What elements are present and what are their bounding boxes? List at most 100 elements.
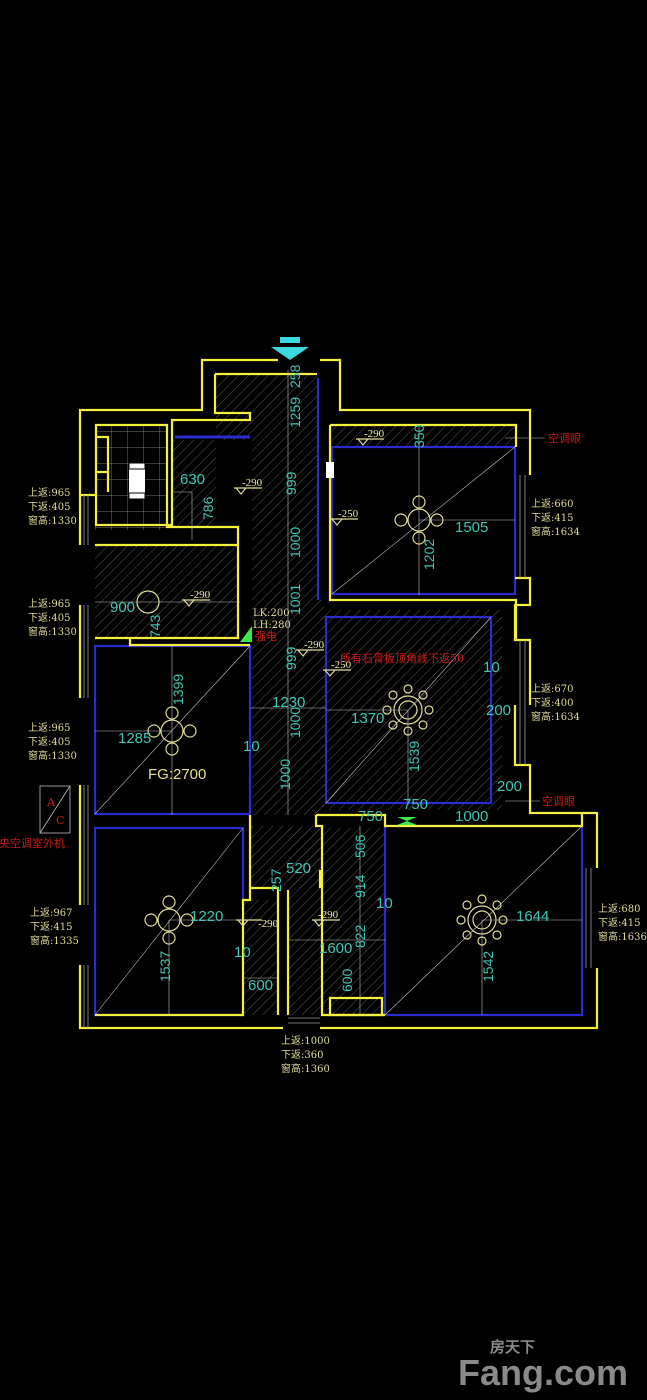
ac-box-c: C [56, 814, 64, 827]
lh-label: LH:280 [253, 620, 291, 631]
dim-label: 10 [234, 944, 251, 961]
dim-label: 1537 [157, 951, 173, 982]
dim-label: 999 [283, 646, 299, 670]
dim-label: 1001 [287, 584, 303, 615]
windows [83, 475, 592, 1028]
lk-label: LK:200 [253, 608, 290, 619]
note-height: 窗高:1636 [598, 930, 647, 943]
note-height: 窗高:1330 [28, 514, 77, 527]
level-label: -290 [364, 428, 385, 440]
dim-label: 506 [352, 834, 368, 858]
note-up: 上返:965 [28, 722, 70, 734]
ac-hole-label: 空调眼 [548, 431, 581, 445]
dim-label: 999 [283, 471, 299, 495]
dim-label: 1000 [277, 759, 293, 790]
dim-label: 1542 [480, 951, 496, 982]
dim-label: 1505 [455, 519, 488, 536]
note-height: 窗高:1634 [531, 525, 580, 538]
dim-label: 822 [352, 924, 368, 948]
dim-label: 1370 [351, 710, 384, 727]
dim-label: 1230 [272, 694, 305, 711]
note-down: 下返:415 [598, 917, 640, 929]
level-label: -250 [331, 659, 352, 671]
dim-label: 900 [110, 599, 135, 616]
dimension-labels: 258 1259 630 786 999 1000 1001 900 743 3… [110, 364, 549, 994]
note-down: 下返:405 [28, 736, 70, 748]
ac-outdoor-label: 中央空调室外机 [0, 836, 65, 850]
ac-outdoor-unit-icon: A C [39, 785, 71, 834]
note-height: 窗高:1634 [531, 710, 580, 723]
level-markers: -290 -290 -290 -290 -290 -290 -250 -250 [182, 428, 385, 930]
dim-label: 1220 [190, 908, 223, 925]
note-down: 下返:405 [28, 501, 70, 513]
door-marker [326, 462, 334, 478]
living-room-note: 所有石膏板顶角线下返50 [340, 651, 464, 665]
watermark-cn: 房天下 [490, 1338, 535, 1356]
note-up: 上返:670 [531, 683, 573, 695]
watermark-logo: 房天下 Fang.com [458, 1338, 628, 1393]
valve-icon [397, 817, 417, 825]
note-down: 下返:415 [30, 921, 72, 933]
dimension-lines [95, 370, 582, 1015]
power-box-icon [240, 626, 252, 642]
dim-label: 750 [358, 808, 383, 825]
dim-label: 1000 [287, 527, 303, 558]
level-label: -290 [258, 918, 279, 930]
dim-label: 1285 [118, 730, 151, 747]
note-up: 上返:1000 [281, 1035, 330, 1047]
level-label: -290 [190, 589, 211, 601]
note-height: 窗高:1330 [28, 625, 77, 638]
toilet-icon [128, 462, 146, 500]
dim-label: 914 [352, 874, 368, 898]
level-label: -290 [242, 477, 263, 489]
note-down: 下返:400 [531, 697, 573, 709]
dim-label: 600 [248, 977, 273, 994]
dim-label: 350 [411, 424, 427, 448]
entrance-arrow-icon [271, 337, 309, 360]
strong-power-label: 强电 [255, 630, 277, 643]
watermark-en: Fang.com [458, 1352, 628, 1393]
note-down: 下返:405 [28, 612, 70, 624]
note-height: 窗高:1335 [30, 934, 79, 947]
level-label: -290 [318, 909, 339, 921]
walls [78, 358, 599, 1030]
note-up: 上返:967 [30, 907, 72, 919]
level-label: -250 [338, 508, 359, 520]
note-up: 上返:965 [28, 487, 70, 499]
dim-label: 630 [180, 471, 205, 488]
dim-label: 1000 [287, 707, 303, 738]
note-down: 下返:415 [531, 512, 573, 524]
ceiling-height-label: FG:2700 [148, 766, 206, 783]
note-height: 窗高:1360 [281, 1062, 330, 1075]
note-up: 上返:965 [28, 598, 70, 610]
dim-label: 1644 [516, 908, 549, 925]
level-label: -290 [304, 639, 325, 651]
note-height: 窗高:1330 [28, 749, 77, 762]
note-up: 上返:680 [598, 903, 640, 915]
note-down: 下返:360 [281, 1049, 323, 1061]
dim-label: 750 [403, 796, 428, 813]
dim-label: 10 [243, 738, 260, 755]
dim-label: 1399 [170, 674, 186, 705]
dim-label: 258 [287, 364, 303, 388]
note-up: 上返:660 [531, 498, 573, 510]
dim-label: 200 [497, 778, 522, 795]
dim-label: 1000 [455, 808, 488, 825]
ac-box-a: A [46, 796, 56, 809]
dim-label: 257 [268, 868, 284, 892]
dim-label: 10 [376, 895, 393, 912]
dim-label: 1600 [319, 940, 352, 957]
ac-hole-label: 空调眼 [542, 794, 575, 808]
dim-label: 1259 [287, 397, 303, 428]
dim-label: 10 [483, 659, 500, 676]
dim-label: 200 [486, 702, 511, 719]
dim-label: 520 [286, 860, 311, 877]
